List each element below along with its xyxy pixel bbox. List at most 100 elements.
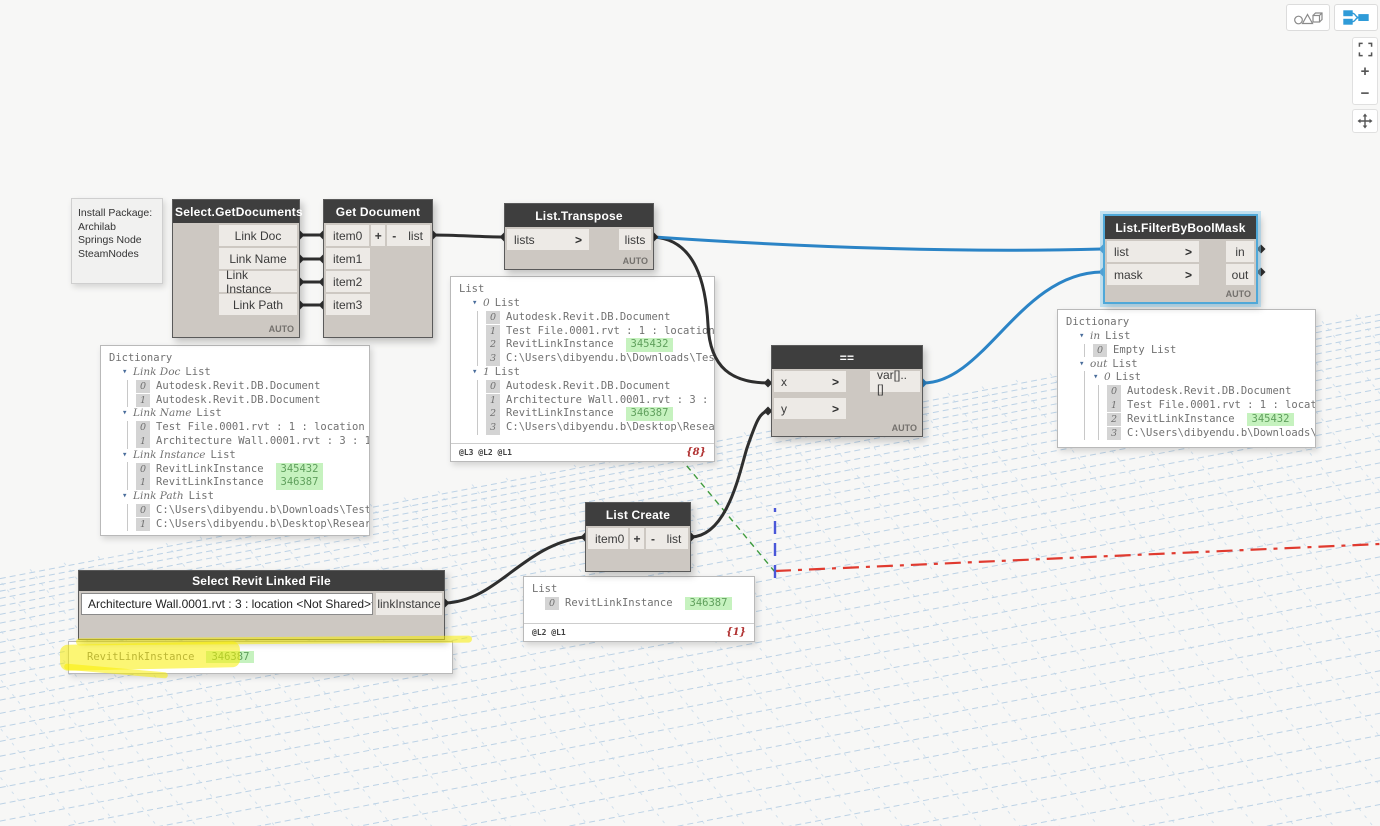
preview-bubble-transpose[interactable]: List▾0List0Autodesk.Revit.DB.Document1Te… — [450, 276, 715, 462]
note-install-packages[interactable]: Install Package: Archilab Springs Node S… — [71, 198, 163, 284]
node-title[interactable]: Select Revit Linked File — [79, 571, 444, 591]
remove-input-button[interactable]: - — [646, 528, 660, 549]
pan-button[interactable] — [1353, 110, 1377, 132]
node-title[interactable]: Get Document — [324, 200, 432, 223]
fit-view-button[interactable] — [1353, 38, 1377, 60]
item-text: List — [1105, 330, 1130, 344]
item-text: List — [495, 366, 520, 380]
node-title[interactable]: Select.GetDocuments — [173, 200, 299, 223]
list-item: 0RevitLinkInstance346387 — [532, 597, 746, 611]
expander-icon[interactable]: ▾ — [1093, 371, 1104, 385]
node-get-document[interactable]: Get Document item0 + - list item1 item2 … — [323, 199, 433, 338]
tree-indent — [109, 476, 122, 490]
add-input-button[interactable]: + — [371, 225, 385, 246]
tree-indent — [109, 407, 122, 421]
lacing-label[interactable]: AUTO — [1105, 287, 1256, 302]
item-count-label: {1} — [726, 627, 746, 638]
preview-bubble-dictionary-left[interactable]: Dictionary▾Link DocList0Autodesk.Revit.D… — [100, 345, 370, 536]
zoom-in-button[interactable]: + — [1353, 60, 1377, 82]
node-title[interactable]: List.Transpose — [505, 204, 653, 227]
preview-bubble-dictionary-right[interactable]: Dictionary▾inList0Empty List▾outList▾0Li… — [1057, 309, 1316, 448]
input-port-item0[interactable]: item0 — [588, 528, 628, 549]
input-port-y[interactable]: y — [774, 398, 846, 419]
output-port-link-instance[interactable]: Link Instance — [219, 271, 297, 292]
remove-input-button[interactable]: - — [387, 225, 401, 246]
lacing-label[interactable]: AUTO — [173, 322, 299, 337]
tree-indent — [109, 435, 122, 449]
list-item: ▾outList — [1066, 357, 1307, 371]
node-title[interactable]: List.FilterByBoolMask — [1105, 216, 1256, 239]
output-port-lists[interactable]: lists — [619, 229, 651, 250]
list-tree: Dictionary▾Link DocList0Autodesk.Revit.D… — [101, 346, 369, 535]
expander-icon[interactable]: ▾ — [122, 449, 133, 463]
geometry-shapes-icon — [1293, 10, 1323, 26]
output-port-in[interactable]: in — [1226, 241, 1254, 262]
output-port-link-path[interactable]: Link Path — [219, 294, 297, 315]
geometry-view-button[interactable] — [1286, 4, 1330, 31]
output-port-link-name[interactable]: Link Name — [219, 248, 297, 269]
tree-indent — [477, 338, 486, 352]
node-list-transpose[interactable]: List.Transpose lists lists AUTO — [504, 203, 654, 270]
node-list-filterbyboolmask[interactable]: List.FilterByBoolMask list in mask out A… — [1103, 214, 1258, 304]
item-key: out — [1090, 358, 1107, 372]
output-port-link-doc[interactable]: Link Doc — [219, 225, 297, 246]
tree-indent — [477, 407, 486, 421]
list-item: 1Architecture Wall.0001.rvt : 3 : 1 — [109, 435, 361, 449]
output-port-list[interactable]: list — [660, 528, 688, 549]
expander-icon[interactable]: ▾ — [122, 407, 133, 421]
list-item: 1Test File.0001.rvt : 1 : locati — [1066, 399, 1307, 413]
item-key: 0 — [483, 297, 490, 311]
item-text: List — [459, 283, 484, 297]
lacing-levels-label: @L3 @L2 @L1 — [459, 448, 512, 457]
graph-view-button[interactable] — [1334, 4, 1378, 31]
port-label: list — [1114, 245, 1129, 259]
input-port-item1[interactable]: item1 — [326, 248, 370, 269]
list-item: 3C:\Users\dibyendu.b\Desktop\Resear — [459, 421, 706, 435]
zoom-out-button[interactable]: − — [1353, 82, 1377, 104]
output-port-out[interactable]: out — [1226, 264, 1254, 285]
input-port-lists[interactable]: lists — [507, 229, 589, 250]
input-port-item2[interactable]: item2 — [326, 271, 370, 292]
lacing-levels-label: @L2 @L1 — [532, 628, 566, 637]
item-key: Link Instance — [133, 449, 205, 463]
node-select-getdocuments[interactable]: Select.GetDocuments Link Doc Link Name L… — [172, 199, 300, 338]
item-text: Autodesk.Revit.DB.Document — [506, 311, 670, 325]
node-equals[interactable]: == x var[]..[] y AUTO — [771, 345, 923, 437]
item-text: Autodesk.Revit.DB.Document — [156, 394, 320, 408]
tree-indent — [109, 490, 122, 504]
tree-indent — [1084, 385, 1093, 399]
tree-indent — [109, 393, 122, 407]
input-port-list[interactable]: list — [1107, 241, 1199, 262]
id-badge: 345432 — [276, 463, 324, 477]
input-port-item3[interactable]: item3 — [326, 294, 370, 315]
node-title[interactable]: == — [772, 346, 922, 369]
expander-icon[interactable]: ▾ — [122, 490, 133, 504]
expander-icon[interactable]: ▾ — [122, 366, 133, 380]
list-item: 0C:\Users\dibyendu.b\Downloads\Test — [109, 504, 361, 518]
output-port-list[interactable]: list — [401, 225, 430, 246]
tree-indent — [1084, 399, 1093, 413]
tree-indent — [1084, 413, 1093, 427]
output-port-var[interactable]: var[]..[] — [870, 371, 920, 392]
expander-icon[interactable]: ▾ — [472, 366, 483, 380]
lacing-label[interactable]: AUTO — [772, 421, 922, 436]
list-item: 2RevitLinkInstance346387 — [459, 407, 706, 421]
expander-icon[interactable]: ▾ — [1079, 330, 1090, 344]
lacing-label[interactable]: AUTO — [505, 254, 653, 269]
node-select-revit-linked-file[interactable]: Select Revit Linked File Architecture Wa… — [78, 570, 445, 640]
preview-bubble-list-create[interactable]: List0RevitLinkInstance346387 @L2 @L1 {1} — [523, 576, 755, 642]
tree-indent — [1098, 426, 1107, 440]
expander-icon[interactable]: ▾ — [1079, 358, 1090, 372]
input-port-mask[interactable]: mask — [1107, 264, 1199, 285]
output-port-linkinstance[interactable]: linkInstance — [376, 593, 442, 615]
input-port-item0[interactable]: item0 — [326, 225, 369, 246]
add-input-button[interactable]: + — [630, 528, 644, 549]
linked-file-dropdown[interactable]: Architecture Wall.0001.rvt : 3 : locatio… — [81, 593, 373, 615]
node-title[interactable]: List Create — [586, 503, 690, 526]
tree-indent — [477, 421, 486, 435]
tree-indent — [459, 338, 472, 352]
node-list-create[interactable]: List Create item0 + - list — [585, 502, 691, 572]
input-port-x[interactable]: x — [774, 371, 846, 392]
expander-icon[interactable]: ▾ — [472, 297, 483, 311]
